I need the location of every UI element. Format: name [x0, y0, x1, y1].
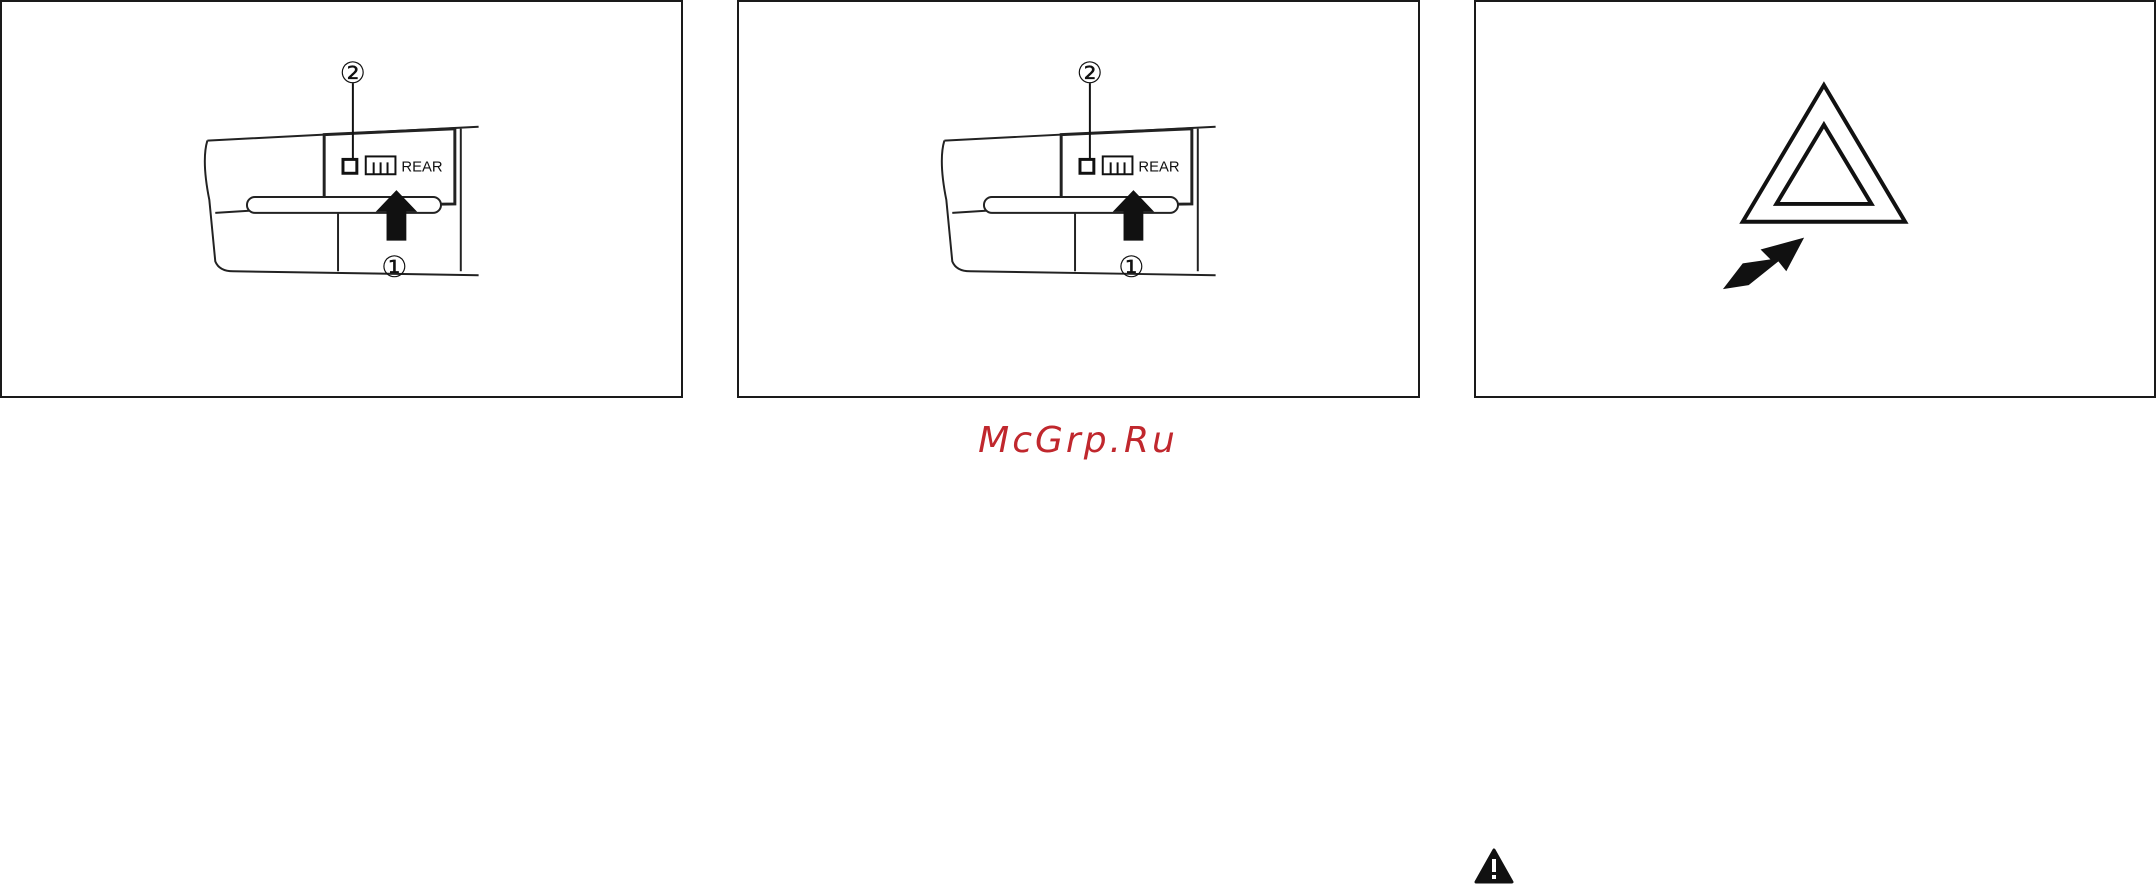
watermark: McGrp.Ru — [0, 420, 2156, 461]
rear-label: REAR — [401, 159, 442, 175]
hazard-switch-figure — [1474, 0, 2156, 398]
callout-2: ② — [340, 57, 367, 90]
hazard-inner-triangle — [1776, 125, 1871, 204]
callout-1: ① — [1118, 251, 1145, 284]
rear-defroster-icon — [366, 156, 396, 174]
indicator-light-icon — [1080, 159, 1094, 173]
switch-illustration: REAR ② ① — [2, 2, 681, 396]
indicator-light-icon — [343, 159, 357, 173]
switch-illustration: REAR ② ① — [739, 2, 1418, 396]
rear-defroster-switch-figure-2: REAR ② ① — [737, 0, 1420, 398]
rear-defroster-icon — [1103, 156, 1133, 174]
hazard-warning-triangle-icon — [1743, 85, 1905, 222]
rear-label: REAR — [1138, 159, 1179, 175]
callout-2: ② — [1077, 57, 1104, 90]
warning-triangle-icon — [1474, 848, 1514, 884]
rear-defroster-switch-figure-1: REAR ② ① — [0, 0, 683, 398]
callout-1: ① — [381, 251, 408, 284]
hazard-illustration — [1476, 2, 2154, 396]
press-arrow-icon — [1723, 238, 1804, 289]
